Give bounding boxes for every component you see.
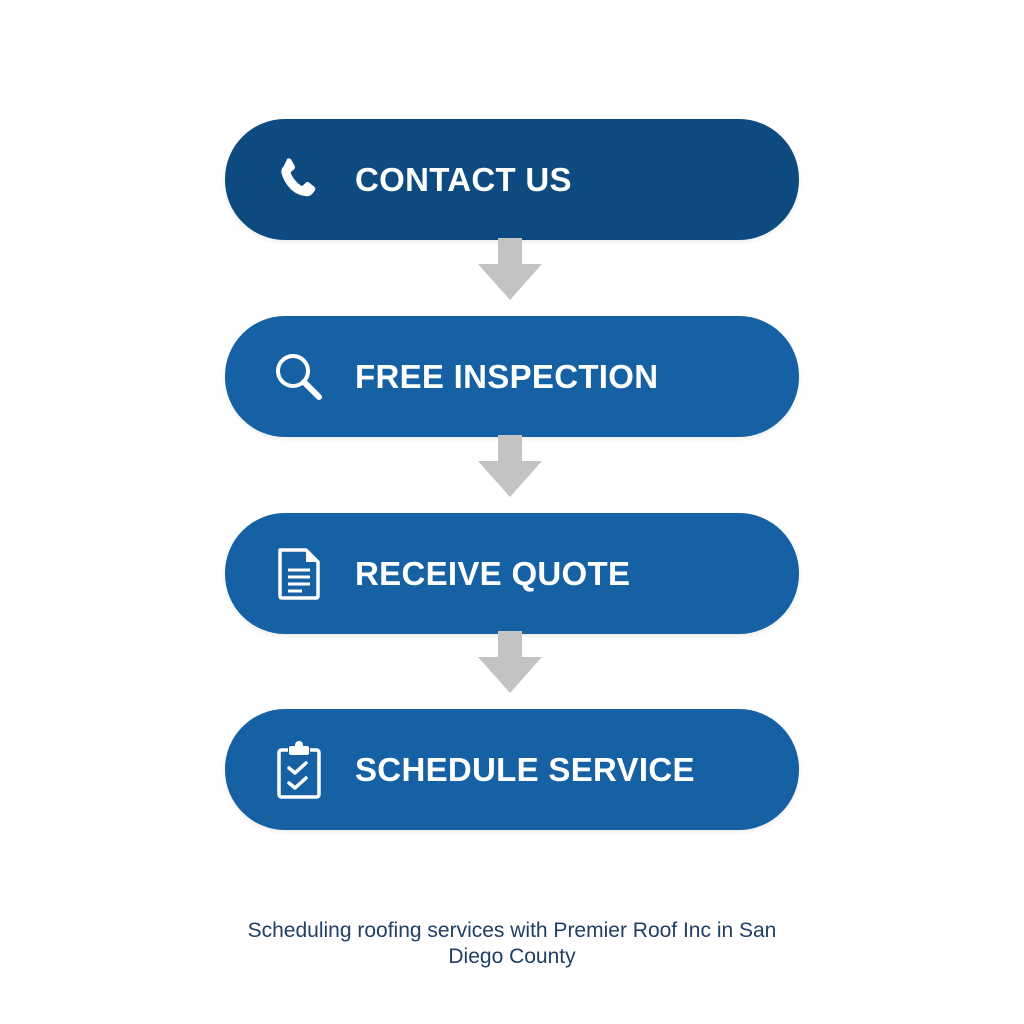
phone-icon [271,152,327,208]
arrow-down-icon [478,435,542,497]
arrow-down-icon [478,238,542,300]
search-icon [271,349,327,405]
step-label: CONTACT US [355,160,572,198]
step-receive-quote[interactable]: RECEIVE QUOTE [225,513,799,634]
step-free-inspection[interactable]: FREE INSPECTION [225,316,799,437]
step-label: RECEIVE QUOTE [355,554,631,592]
caption: Scheduling roofing services with Premier… [0,918,1024,970]
step-contact-us[interactable]: CONTACT US [225,119,799,240]
step-label: SCHEDULE SERVICE [355,750,695,788]
clipboard-check-icon [271,740,327,799]
document-icon [271,546,327,602]
step-schedule-service[interactable]: SCHEDULE SERVICE [225,709,799,830]
caption-line-2: Diego County [448,945,576,968]
step-label: FREE INSPECTION [355,357,659,395]
caption-line-1: Scheduling roofing services with Premier… [247,919,777,942]
arrow-down-icon [478,631,542,693]
